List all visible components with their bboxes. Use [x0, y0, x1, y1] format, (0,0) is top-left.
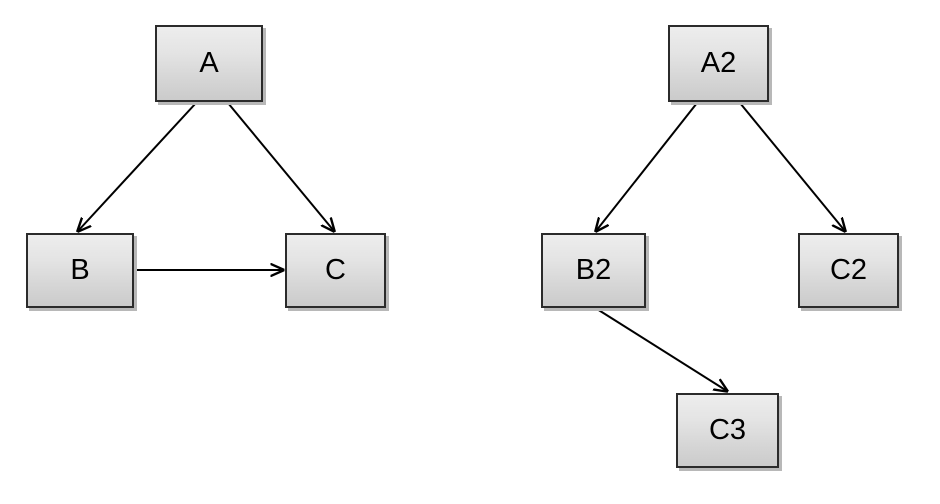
node-c3-label: C3 — [708, 414, 747, 446]
node-c3[interactable]: C3 — [676, 393, 779, 468]
node-a-label: A — [199, 47, 219, 79]
edge-a2-to-b2[interactable] — [596, 102, 698, 231]
node-b-label: B — [70, 254, 90, 286]
edge-a2-to-c2[interactable] — [739, 102, 845, 231]
edge-b2-to-c3[interactable] — [596, 308, 727, 391]
node-c2-label: C2 — [829, 254, 868, 286]
node-c-label: C — [325, 254, 346, 286]
node-a2[interactable]: A2 — [668, 25, 769, 102]
node-b2-label: B2 — [575, 254, 612, 286]
node-a[interactable]: A — [155, 25, 263, 102]
edge-a-to-b[interactable] — [78, 102, 197, 231]
edges-group — [78, 102, 845, 391]
node-b2[interactable]: B2 — [541, 233, 646, 308]
node-c2[interactable]: C2 — [798, 233, 899, 308]
node-a2-label: A2 — [700, 47, 737, 79]
node-b[interactable]: B — [26, 233, 134, 308]
node-c[interactable]: C — [285, 233, 386, 308]
edge-a-to-c[interactable] — [227, 102, 334, 231]
